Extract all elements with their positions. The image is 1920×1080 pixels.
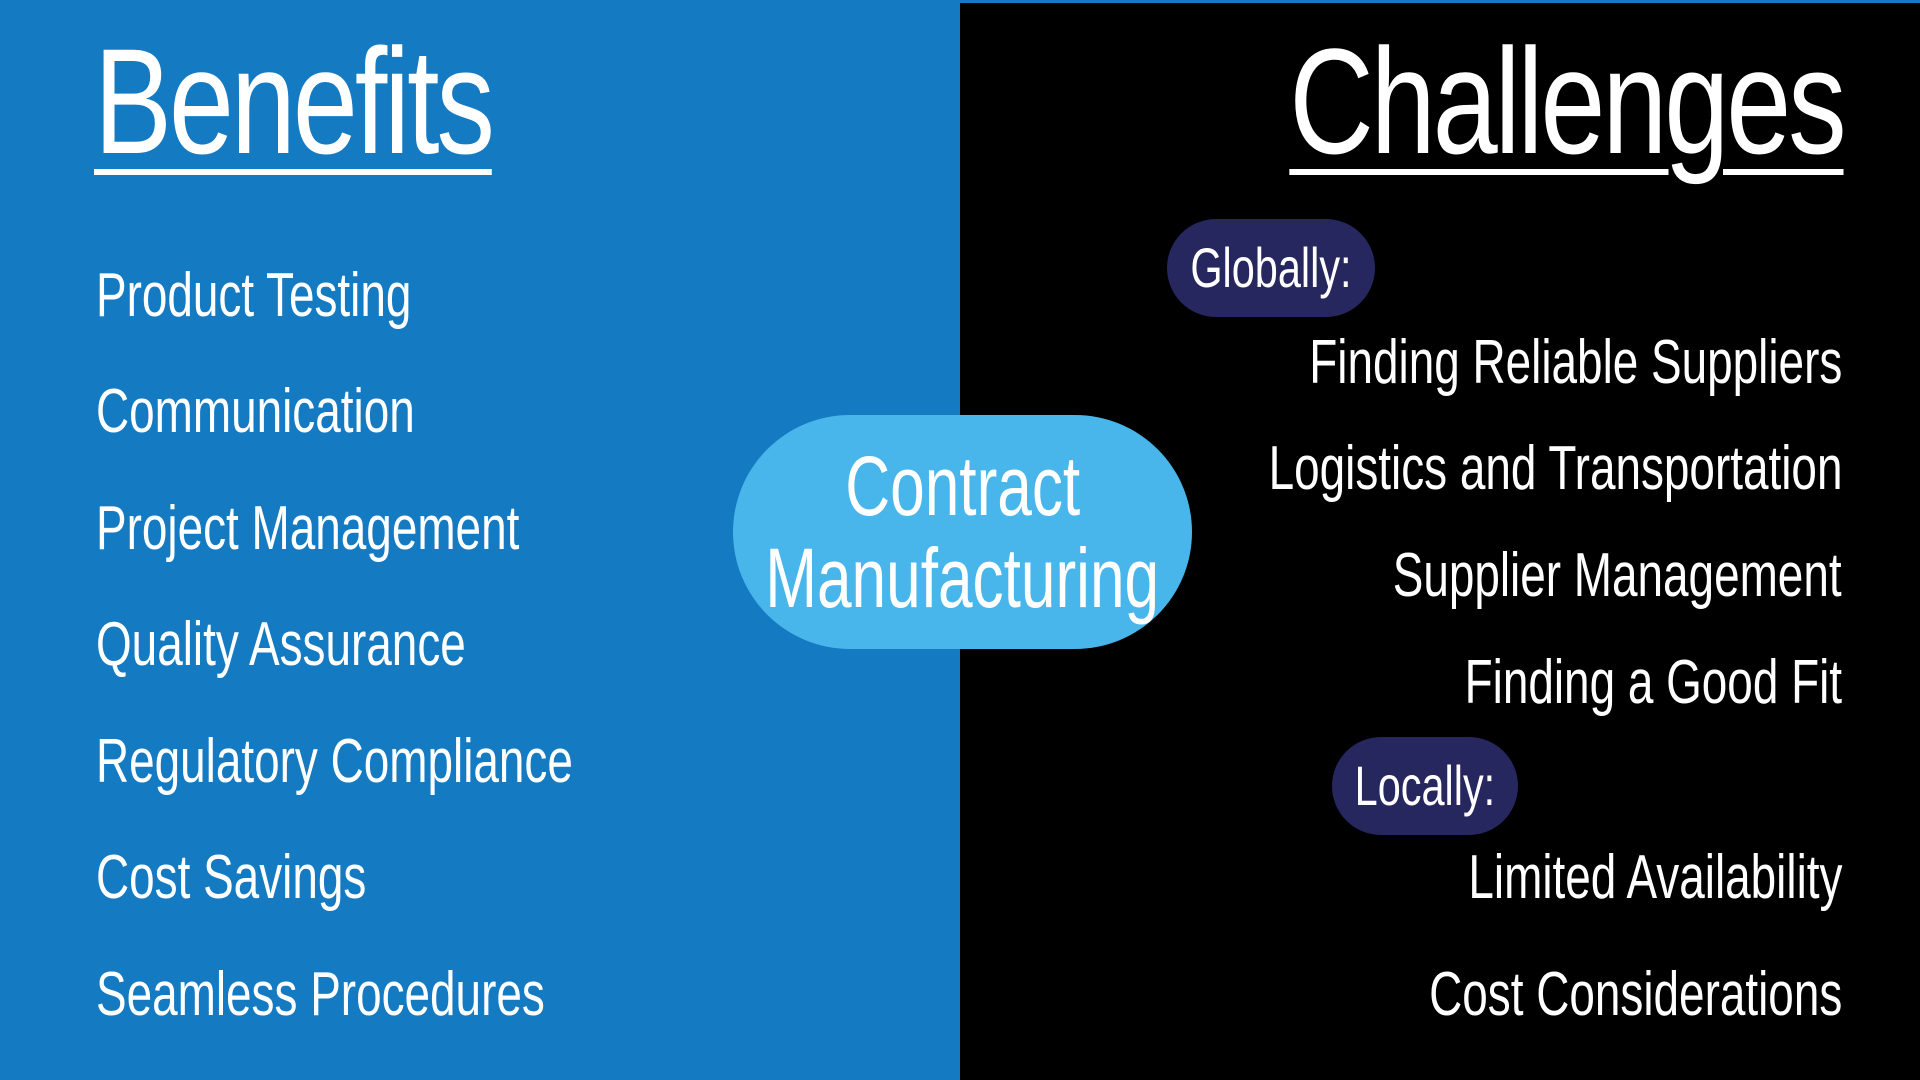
center-title-line1: Contract [845,439,1080,533]
benefit-item: Seamless Procedures [96,960,545,1029]
challenge-item: Supplier Management [1393,541,1842,610]
top-accent-line [960,0,1920,3]
globally-label-pill: Globally: [1167,219,1375,317]
benefit-item: Cost Savings [96,843,367,912]
locally-label-pill: Locally: [1332,737,1518,835]
benefit-item: Communication [96,377,415,446]
locally-label: Locally: [1354,754,1496,817]
center-title-line2: Manufacturing [765,531,1160,625]
benefits-heading: Benefits [94,17,495,185]
contract-manufacturing-pill: Contract Manufacturing [733,415,1192,649]
challenge-item: Finding Reliable Suppliers [1308,328,1842,397]
challenge-item: Finding a Good Fit [1464,648,1842,717]
challenges-heading: Challenges [1289,17,1847,185]
benefit-item: Project Management [96,494,520,563]
challenge-item: Cost Considerations [1428,960,1842,1029]
benefit-item: Quality Assurance [96,610,466,679]
globally-label: Globally: [1190,236,1352,299]
benefit-item: Product Testing [96,261,412,330]
challenge-item: Limited Availability [1467,843,1842,912]
benefit-item: Regulatory Compliance [96,727,573,796]
challenge-item: Logistics and Transportation [1268,434,1842,503]
